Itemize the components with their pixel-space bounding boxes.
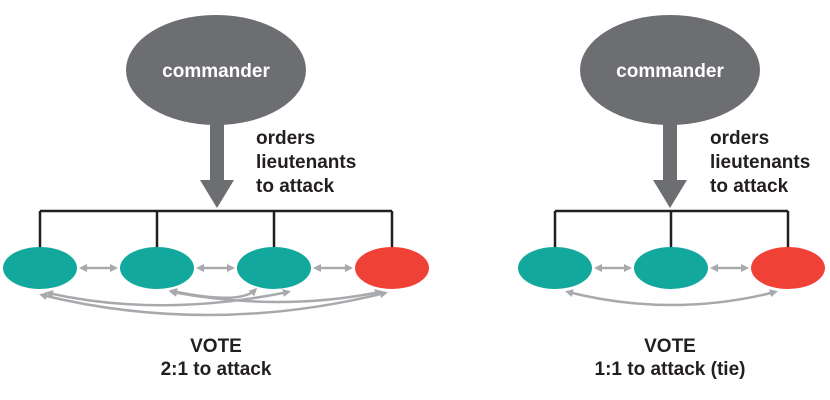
right-distribution-lines — [553, 209, 790, 249]
left-orders-line-3: to attack — [256, 176, 335, 197]
right-commander-node — [580, 15, 760, 125]
right-commander-label: commander — [616, 61, 724, 82]
right-order-arrow-head — [653, 180, 687, 208]
left-orders-line-1: orders — [256, 128, 315, 149]
right-order-arrow-shaft — [663, 124, 677, 182]
left-panel: commander orders lieutenants to attack — [3, 15, 429, 380]
left-commander-node — [126, 15, 306, 125]
left-lieutenant-2-loyal — [120, 247, 194, 289]
right-message-exchanges — [565, 264, 778, 307]
right-orders-line-3: to attack — [710, 176, 789, 197]
left-order-arrow-head — [200, 180, 234, 208]
left-message-exchanges — [39, 264, 388, 317]
left-order-arrow-shaft — [210, 124, 224, 182]
right-lieutenant-3-traitor — [751, 247, 825, 289]
left-lieutenant-3-loyal — [237, 247, 311, 289]
right-lieutenant-1-loyal — [518, 247, 592, 289]
left-vote-result: 2:1 to attack — [161, 359, 272, 380]
right-lieutenant-2-loyal — [634, 247, 708, 289]
right-vote-result: 1:1 to attack (tie) — [595, 359, 746, 380]
right-vote-title: VOTE — [644, 336, 696, 357]
left-orders-line-2: lieutenants — [256, 152, 356, 173]
left-commander-label: commander — [162, 61, 270, 82]
left-lieutenant-4-traitor — [355, 247, 429, 289]
left-vote-title: VOTE — [190, 336, 242, 357]
right-panel: commander orders lieutenants to attack V… — [518, 15, 825, 380]
left-lieutenant-1-loyal — [3, 247, 77, 289]
left-distribution-lines — [38, 209, 394, 249]
right-orders-line-1: orders — [710, 128, 769, 149]
right-orders-line-2: lieutenants — [710, 152, 810, 173]
